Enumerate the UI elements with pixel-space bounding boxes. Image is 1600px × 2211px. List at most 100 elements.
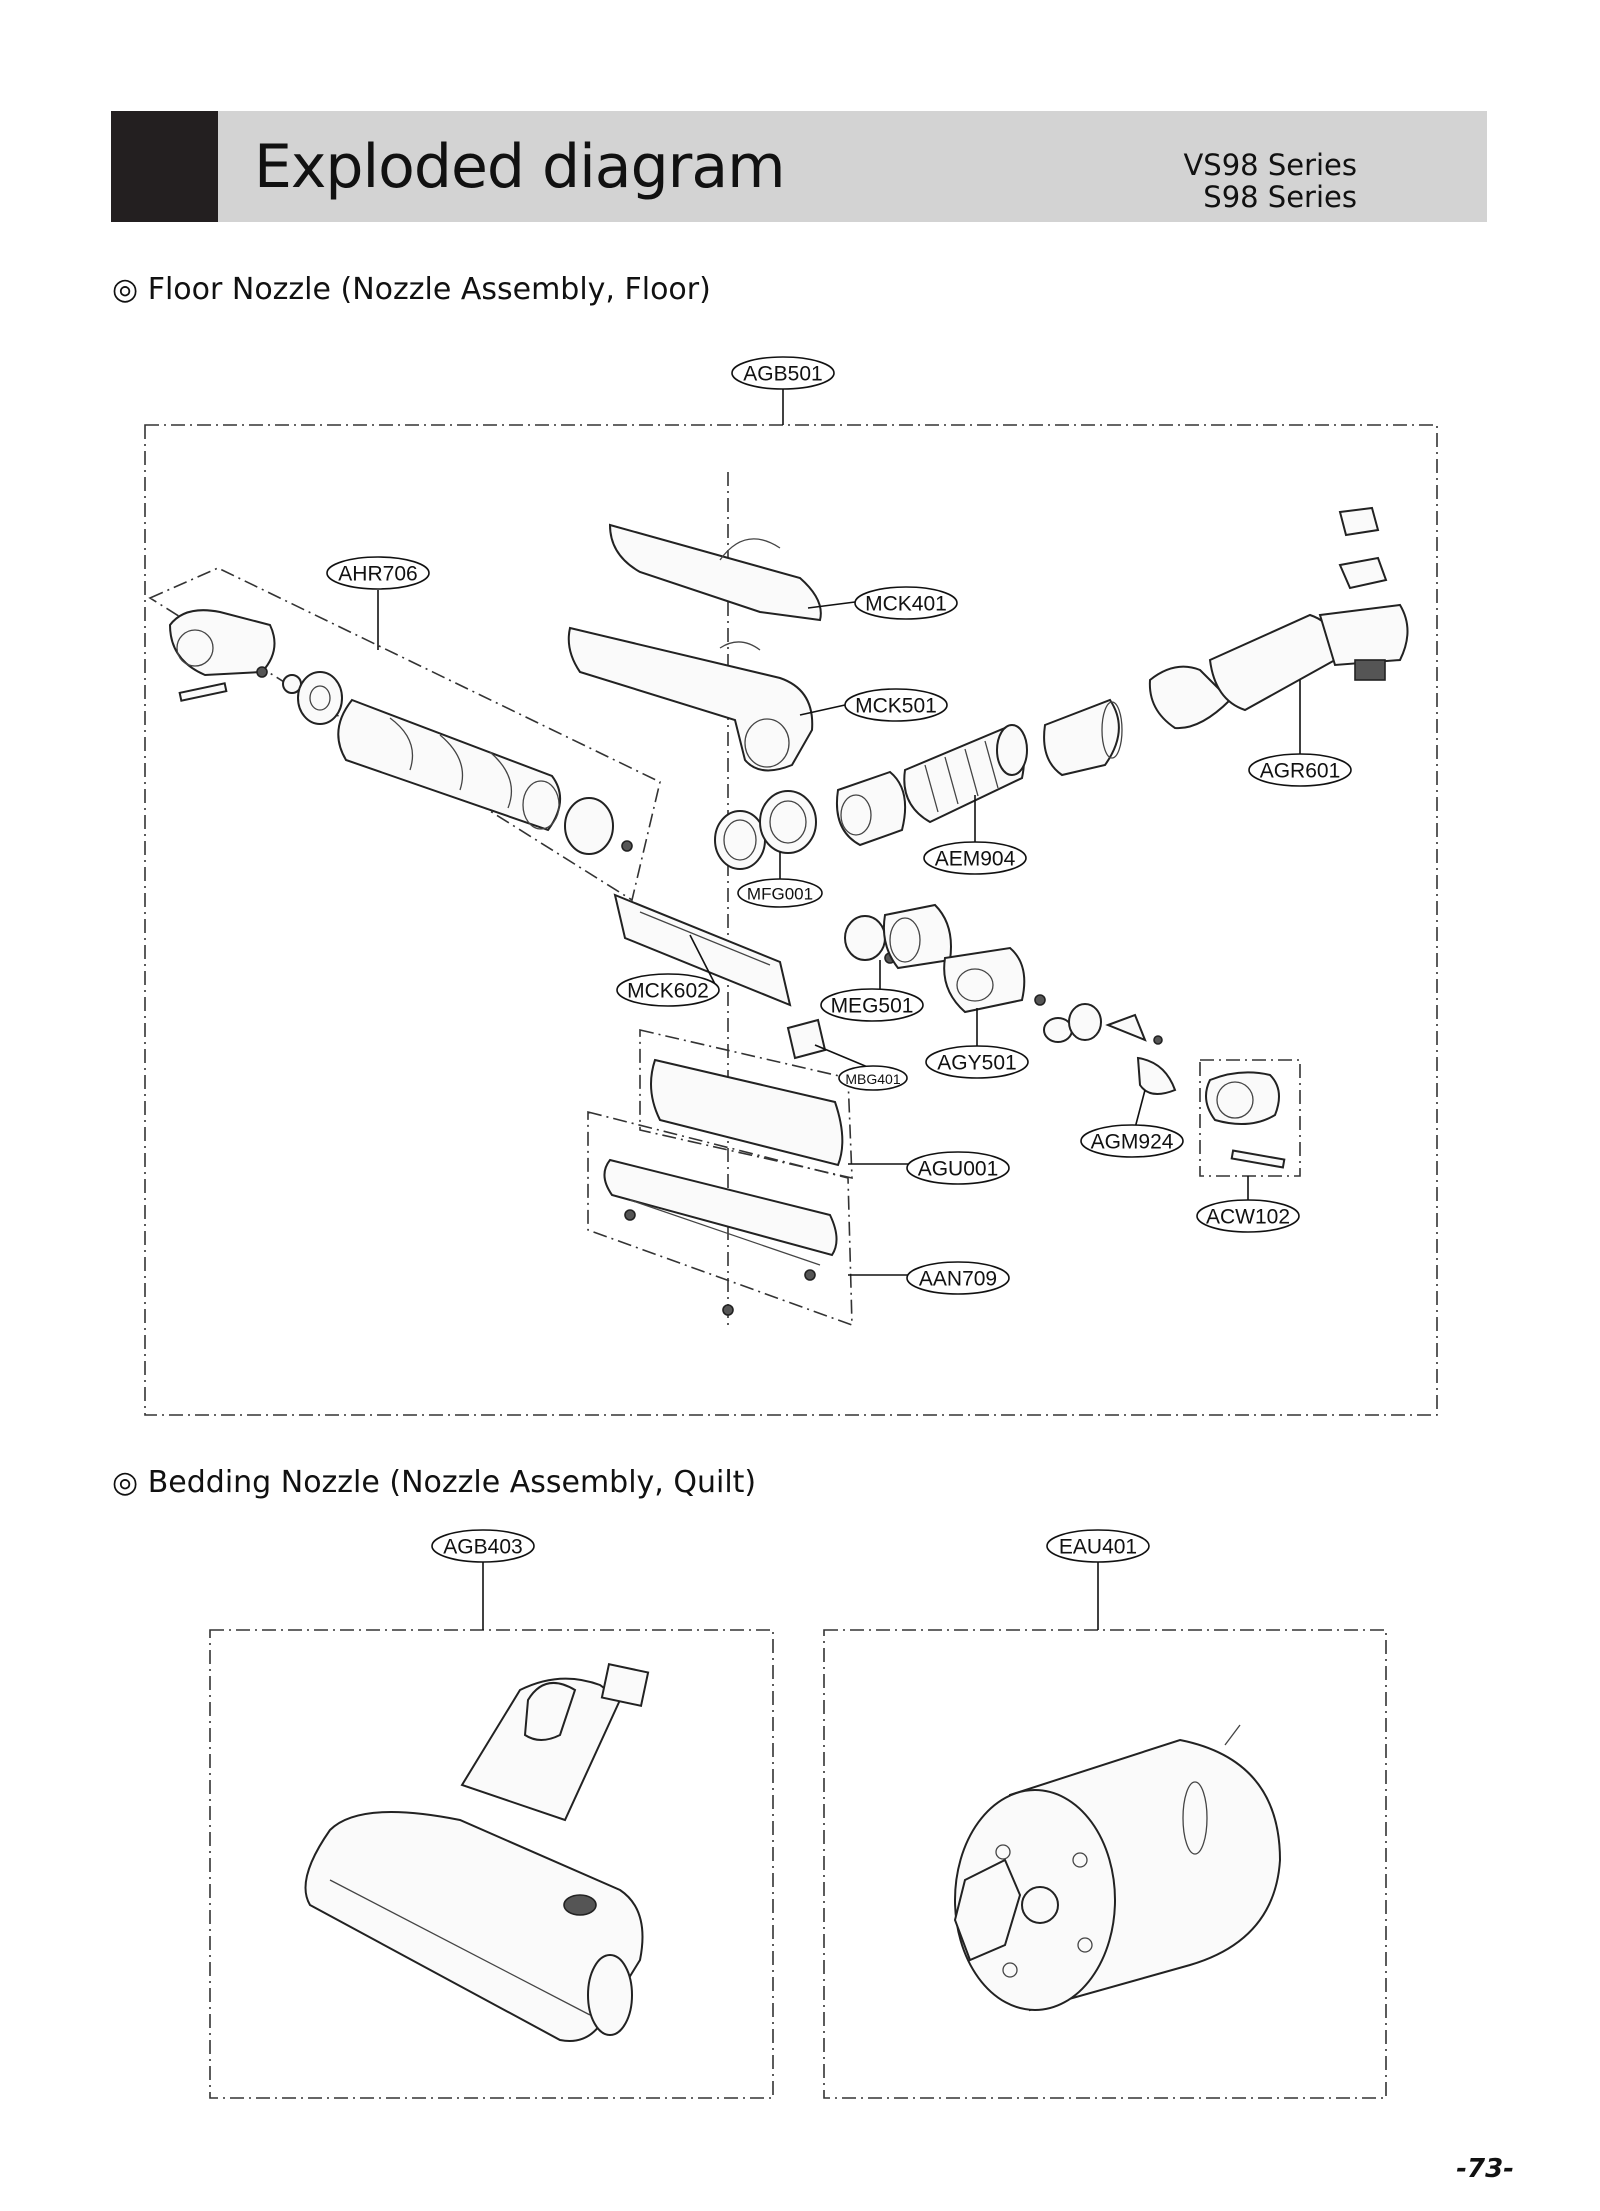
part-label-bubble [923,841,1027,875]
pipe-joint-opening [1101,701,1123,759]
motor-part [882,903,952,970]
joint-body-part [836,770,907,847]
brush-group-frame [148,567,661,902]
end-cap-hub [176,629,214,667]
part-label-agy501: AGY501 [937,1052,1016,1075]
motor-hole-3 [1077,1937,1093,1953]
part-label-mbg401: MBG401 [845,1071,900,1087]
base-lower-part [603,1158,838,1257]
part-label-bubble [838,1065,908,1091]
front-bar-edge [639,911,771,966]
assembly-frame-eau401 [823,1629,1387,2099]
part-label-ahr706: AHR706 [338,563,417,586]
pulley-part [1043,1017,1073,1043]
nozzle-head-end [587,1954,633,2036]
main-cover-port [744,718,790,768]
series-label-vs98: VS98 Series [1183,148,1357,182]
screw-part [256,666,268,678]
button-cap-part [1338,506,1380,537]
base-screw-1 [624,1209,636,1221]
gearbox-gear [956,968,994,1002]
part-label-agr601: AGR601 [1260,760,1341,783]
assembly-frame-agb403 [209,1629,774,2099]
connector-pins [1354,659,1386,681]
leader-mck501 [799,704,846,716]
floor-nozzle-diagram: AGB501 AHR706 MCK401 MCK501 AGR601 AEM90… [144,356,1438,1416]
brush-roller-part [337,698,561,832]
part-label-aem904: AEM904 [935,848,1016,871]
leader-mbg401 [814,1044,871,1069]
base-rod [629,1199,821,1266]
leader-agm924 [1134,1089,1146,1129]
part-label-eau401: EAU401 [1059,1536,1137,1559]
section-heading-bedding-nozzle: ◎ Bedding Nozzle (Nozzle Assembly, Quilt… [112,1465,757,1500]
brush-roller-group [148,567,661,902]
part-label-bubble [854,586,958,620]
upper-cover-arch [719,538,781,561]
joint-body-opening [840,794,872,836]
flex-hose-ribs [924,740,999,813]
base-upper-frame [639,1028,853,1180]
connector-body-part [1208,613,1337,712]
nozzle-head-edge [329,1879,591,2016]
part-label-bubble [731,356,835,390]
roller-screw [621,840,633,852]
part-label-agm924: AGM924 [1091,1131,1174,1154]
seal-ring-inner [723,819,757,861]
part-label-meg501: MEG501 [831,995,914,1018]
nozzle-head-part [304,1811,644,2042]
section-heading-floor-nozzle: ◎ Floor Nozzle (Nozzle Assembly, Floor) [112,272,711,307]
part-label-bubble [1248,753,1352,787]
part-label-bubble [1080,1124,1184,1158]
leader-mck602 [689,934,719,991]
side-cover-grille [1216,1081,1254,1119]
motor-mount-bracket [953,1858,1022,1962]
bushing-part [297,671,343,725]
part-label-bubble [906,1261,1010,1295]
nozzle-wheel [563,1894,597,1916]
base-upper-part [650,1058,844,1167]
part-label-bubble [925,1045,1029,1079]
part-label-bubble [431,1529,535,1563]
part-label-bubble [844,688,948,722]
motor-hole-2 [1072,1852,1088,1868]
part-label-aan709: AAN709 [919,1268,997,1291]
neck-ring-part [1148,665,1232,730]
roller-end-cap [564,797,614,855]
upper-cover-part [608,523,822,622]
end-cap-part [168,609,276,677]
leader-mck401 [807,601,856,609]
part-label-mck501: MCK501 [855,695,937,718]
part-label-agb403: AGB403 [443,1536,522,1559]
part-label-bubble [616,973,720,1007]
collar-inner [769,800,807,844]
belt-part [1136,1056,1177,1095]
cap-small-part [1105,1013,1147,1042]
part-label-mck602: MCK602 [627,980,709,1003]
motor-shaft-hub [1021,1886,1059,1924]
main-cover-dome [719,641,761,651]
series-label-s98: S98 Series [1203,180,1357,214]
roller-end-hole [522,780,560,830]
motor-vent-slot [1182,1781,1208,1855]
bracket-part [786,1018,827,1060]
front-bar-part [613,893,792,1007]
flex-hose-end [996,724,1028,776]
part-label-bubble [737,878,823,908]
motor-hole-4 [1002,1962,1018,1978]
gear-washer [1034,994,1046,1006]
tiny-screw [1153,1035,1163,1045]
nozzle-connector-part [600,1663,650,1707]
latch-part [1338,556,1388,590]
part-label-acw102: ACW102 [1206,1206,1290,1229]
part-label-bubble [1046,1529,1150,1563]
page-number: -73- [1456,2154,1514,2184]
gearbox-part [943,946,1026,1014]
motor-terminal [1224,1724,1241,1746]
pipe-joint-part [1043,698,1120,777]
part-label-agu001: AGU001 [918,1158,999,1181]
brush-roller-spiral [389,717,512,809]
part-label-mck401: MCK401 [865,593,947,616]
main-cover-part [567,626,814,772]
